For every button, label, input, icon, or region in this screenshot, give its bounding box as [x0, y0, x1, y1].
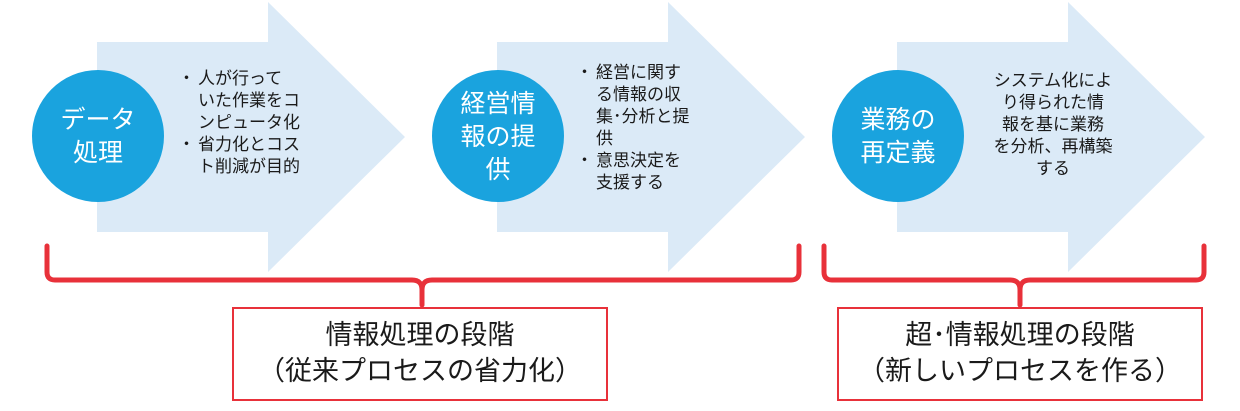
stage-3-title: 業務の 再定義: [860, 105, 936, 167]
stage-1-title: データ 処理: [60, 105, 136, 167]
phase-2-brace: [821, 243, 1207, 308]
stage-2-bullet: 経営に関す る情報の収 集･分析と提 供: [576, 62, 728, 150]
stage-2-circle: 経営情 報の提 供: [432, 70, 564, 202]
stage-2-bullet: 意思決定を 支援する: [576, 150, 728, 194]
stage-1-bullet: 人が行って いた作業をコ ンピュータ化: [178, 68, 330, 134]
phase-2-box: 超･情報処理の段階 （新しいプロセスを作る）: [837, 307, 1203, 401]
phase-2-title: 超･情報処理の段階: [905, 320, 1135, 351]
stage-3-description: システム化によ り得られた情 報を基に業務 を分析、再構築 する: [993, 71, 1113, 179]
stage-3-circle: 業務の 再定義: [832, 70, 964, 202]
phase-1-title: 情報処理の段階: [325, 320, 515, 351]
stage-2-title: 経営情 報の提 供: [460, 88, 536, 184]
stage-3-arrow: [897, 2, 1205, 272]
stage-1-description: 人が行って いた作業をコ ンピュータ化 省力化とコス ト削減が目的: [178, 68, 330, 178]
phase-1-subtitle: （従来プロセスの省力化）: [258, 356, 582, 387]
phase-1-box: 情報処理の段階 （従来プロセスの省力化）: [232, 307, 608, 401]
stage-1-bullet: 省力化とコス ト削減が目的: [178, 134, 330, 178]
stage-1-circle: データ 処理: [32, 70, 164, 202]
phase-2-subtitle: （新しいプロセスを作る）: [858, 356, 1182, 387]
stage-2-description: 経営に関す る情報の収 集･分析と提 供 意思決定を 支援する: [576, 62, 728, 194]
